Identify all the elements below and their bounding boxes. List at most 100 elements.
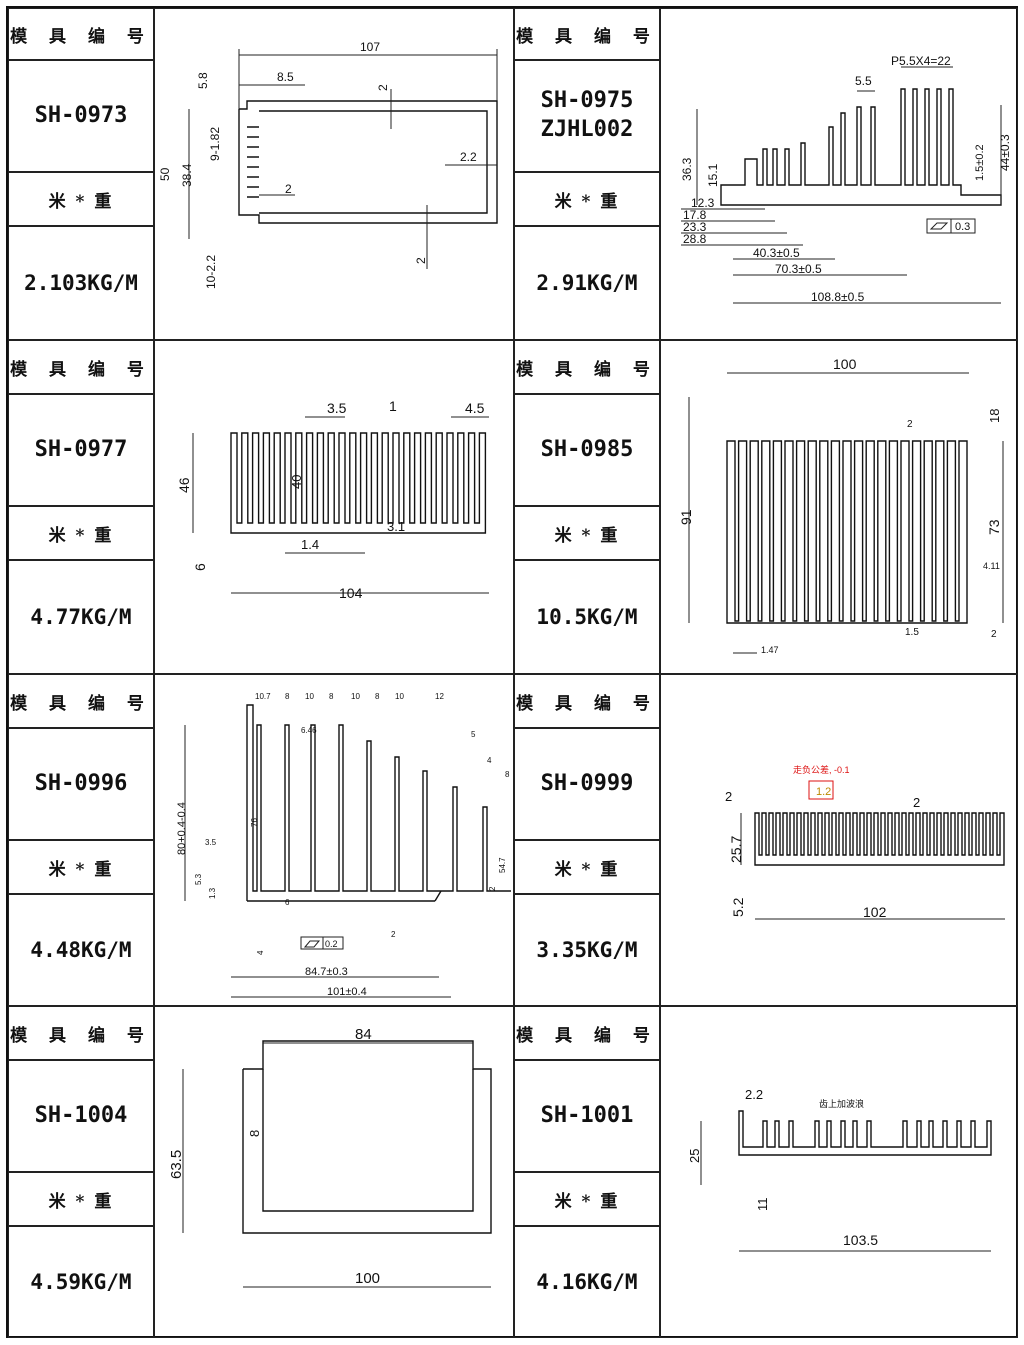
dim-label: 2 [414,257,428,264]
dim-label: 73 [986,519,1002,535]
dim-label: 100 [355,1270,380,1287]
profile-drawing-sh0977: 46 40 3.5 1 4.5 1.4 3.1 6 104 [176,398,489,601]
weight-label: 米 * 重 [8,172,154,226]
dim-label: 54.7 [498,857,507,873]
weight-label: 米 * 重 [514,840,660,894]
dim-label: 10 [351,692,360,701]
weight-value: 2.91KG/M [514,226,660,340]
dim-label: 1.47 [761,645,779,655]
profile-drawing-sh0973: 107 8.5 5.8 2 9-1.82 50 38.4 2.2 2 10-2.… [158,40,498,289]
profile-drawing-sh0985: 100 18 2 91 73 4.11 1.5 2 1.47 [678,356,1004,655]
drawing-cell: 84 63.5 8 100 [154,1006,514,1338]
dim-label: 1.4 [301,537,319,552]
dim-label: 3.1 [387,519,405,534]
dim-label: 1.2 [816,786,831,798]
weight-value: 4.59KG/M [8,1226,154,1338]
weight-label: 米 * 重 [8,840,154,894]
dim-label: 84 [355,1026,372,1043]
dim-label: 100 [833,356,857,372]
dim-label: 4.11 [983,561,1000,571]
dim-label: 44±0.3 [998,134,1012,171]
dim-label: 63.5 [168,1150,185,1179]
drawing-cell: 100 18 2 91 73 4.11 1.5 2 1.47 [660,340,1018,674]
dim-label: 2 [991,629,997,640]
dim-label: 104 [339,585,363,601]
dim-label: 36.3 [680,157,694,181]
dim-label: 23.3 [683,220,707,234]
dim-label: 4 [256,950,265,955]
dim-label: 2 [376,84,390,91]
weight-value: 3.35KG/M [514,894,660,1006]
mold-no-header: 模 具 编 号 [514,674,660,728]
dim-label: 4 [487,756,492,765]
dim-label: 1.5 [905,627,919,638]
dim-label: 8 [285,692,290,701]
dim-label: 12 [435,692,444,701]
dim-label: 2 [725,789,732,804]
dim-label: 10 [395,692,404,701]
weight-value: 10.5KG/M [514,560,660,674]
dim-label: 10.7 [255,692,271,701]
mold-code: SH-0996 [8,728,154,840]
dim-label: 0.3 [955,221,970,233]
mold-code: SH-0973 [8,60,154,172]
dim-label: 107 [360,40,380,54]
mold-no-header: 模 具 编 号 [8,1006,154,1060]
weight-value: 4.16KG/M [514,1226,660,1338]
dim-label: 5.8 [196,72,210,89]
mold-no-header: 模 具 编 号 [514,8,660,60]
mold-code: SH-1001 [514,1060,660,1172]
fin-profile [754,812,1005,866]
dim-label: 4.5 [465,400,485,416]
dim-label: 46 [176,477,192,493]
dim-label: 10 [305,692,314,701]
drawing-cell: 10.7 8 10 8 10 8 10 12 6.46 5 4 8 76 3.5… [154,674,514,1006]
dim-label: 2 [907,419,913,430]
dim-label: 6 [285,898,290,907]
dim-label: 9-1.82 [208,127,222,161]
weight-label: 米 * 重 [8,506,154,560]
dim-label: 108.8±0.5 [811,290,865,304]
dim-label: 5.2 [730,897,746,917]
drawing-cell: P5.5X4=22 5.5 36.3 15.1 12.3 17.8 23.3 2… [660,8,1018,340]
dim-label: 101±0.4 [327,986,367,998]
dim-label: 1.5±0.2 [974,144,986,181]
dim-label: 2 [913,795,920,810]
dim-label: 70.3±0.5 [775,262,822,276]
drawing-cell: 107 8.5 5.8 2 9-1.82 50 38.4 2.2 2 10-2.… [154,8,514,340]
dim-label: 18 [987,409,1002,423]
profile-drawing-sh0975: P5.5X4=22 5.5 36.3 15.1 12.3 17.8 23.3 2… [680,54,1012,304]
fin-profile [230,432,487,534]
mold-code: SH-0975 ZJHL002 [514,60,660,172]
drawing-cell: 走负公差, -0.1 1.2 2 2 25.7 5.2 102 [660,674,1018,1006]
dim-label: 40.3±0.5 [753,246,800,260]
weight-label: 米 * 重 [8,1172,154,1226]
dim-label: P5.5X4=22 [891,54,951,68]
mold-no-header: 模 具 编 号 [514,1006,660,1060]
dim-label: 8 [329,692,334,701]
tolerance-note: 走负公差, -0.1 [793,764,850,775]
dim-label: 6 [192,563,208,571]
dim-label: 25 [687,1149,702,1163]
dim-label: 6.46 [301,726,317,735]
catalog-table: 模 具 编 号 SH-0973 米 * 重 2.103KG/M 107 8.5 … [6,6,1018,1338]
profile-drawing-sh0999: 走负公差, -0.1 1.2 2 2 25.7 5.2 102 [725,764,1005,920]
dim-label: 17.8 [683,208,707,222]
dim-label: 76 [250,818,259,827]
dim-label: 91 [678,509,694,525]
dim-label: 8 [375,692,380,701]
profile-drawing-sh1004: 84 63.5 8 100 [168,1026,492,1288]
weight-value: 2.103KG/M [8,226,154,340]
dim-label: 8 [505,770,510,779]
dim-label: 50 [158,167,172,181]
dim-label: 84.7±0.3 [305,966,348,978]
mold-no-header: 模 具 编 号 [8,674,154,728]
dim-label: 80+0.4-0.4 [176,802,188,855]
dim-label: 40 [289,475,304,489]
dim-label: 11 [755,1198,770,1212]
mold-no-header: 模 具 编 号 [8,8,154,60]
mold-no-header: 模 具 编 号 [8,340,154,394]
dim-label: 3.5 [205,838,217,847]
dim-label: 28.8 [683,232,707,246]
dim-label: 38.4 [180,163,194,187]
